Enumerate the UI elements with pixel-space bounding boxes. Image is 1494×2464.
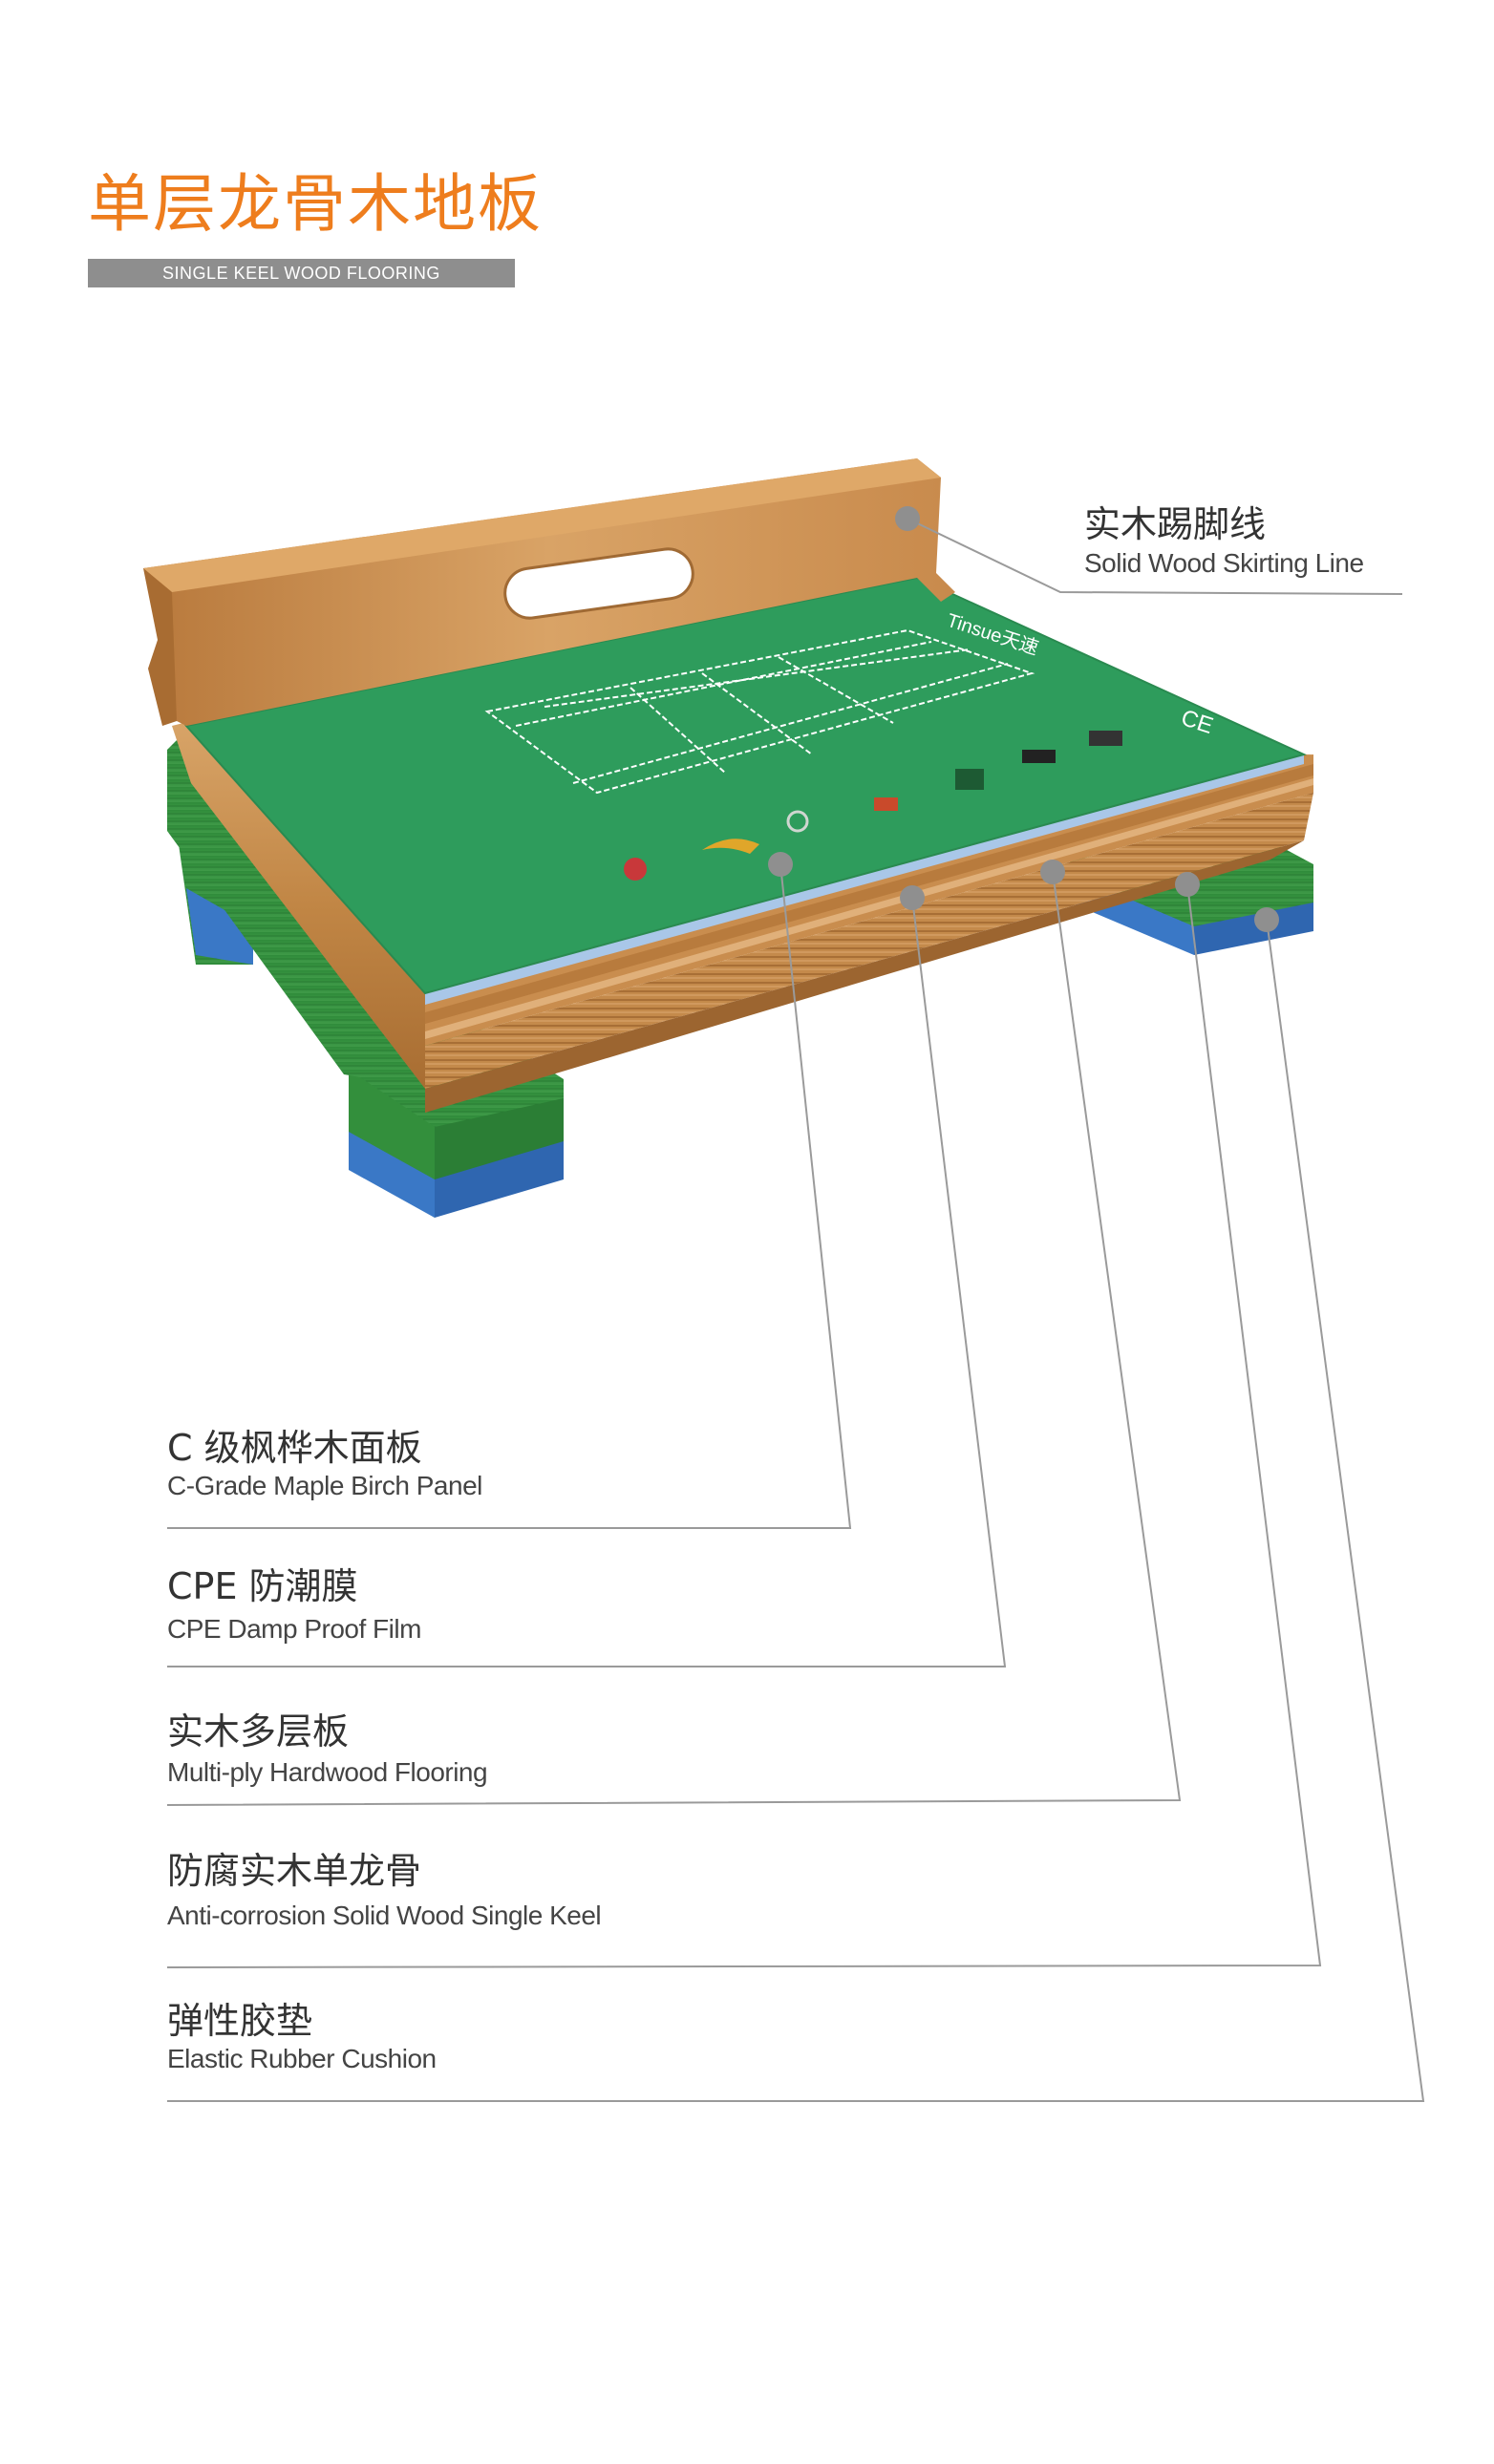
court-surface: CE Tinsue天速 bbox=[184, 576, 1307, 995]
label-cpe-cn: CPE 防潮膜 bbox=[167, 1565, 358, 1607]
callout-dot-cpe bbox=[900, 885, 925, 910]
label-skirting-cn: 实木踢脚线 bbox=[1084, 503, 1267, 545]
skirting-board bbox=[143, 458, 955, 726]
slab-left-face bbox=[172, 721, 425, 1089]
label-skirting-en: Solid Wood Skirting Line bbox=[1084, 548, 1364, 578]
label-cpe-en: CPE Damp Proof Film bbox=[167, 1614, 421, 1644]
label-panel-en: C-Grade Maple Birch Panel bbox=[167, 1471, 482, 1500]
label-multiply-cn: 实木多层板 bbox=[167, 1710, 350, 1752]
callout-dot-skirting bbox=[895, 506, 920, 531]
label-keel-en: Anti-corrosion Solid Wood Single Keel bbox=[167, 1901, 602, 1930]
callout-dot-panel bbox=[768, 852, 793, 877]
callout-lines bbox=[166, 518, 1425, 2102]
callout-dot-multiply bbox=[1040, 860, 1065, 884]
page-subtitle: SINGLE KEEL WOOD FLOORING bbox=[88, 259, 515, 287]
label-cushion-cn: 弹性胶垫 bbox=[167, 2000, 313, 2042]
callout-dot-keel bbox=[1175, 872, 1200, 897]
label-cushion-en: Elastic Rubber Cushion bbox=[167, 2044, 437, 2073]
label-panel-cn: C 级枫桦木面板 bbox=[167, 1427, 422, 1469]
label-multiply-en: Multi-ply Hardwood Flooring bbox=[167, 1757, 488, 1787]
callout-dot-cushion bbox=[1254, 907, 1279, 932]
page-title: 单层龙骨木地板 bbox=[88, 167, 543, 241]
label-keel-cn: 防腐实木单龙骨 bbox=[167, 1850, 422, 1892]
callout-dots bbox=[768, 506, 1279, 932]
